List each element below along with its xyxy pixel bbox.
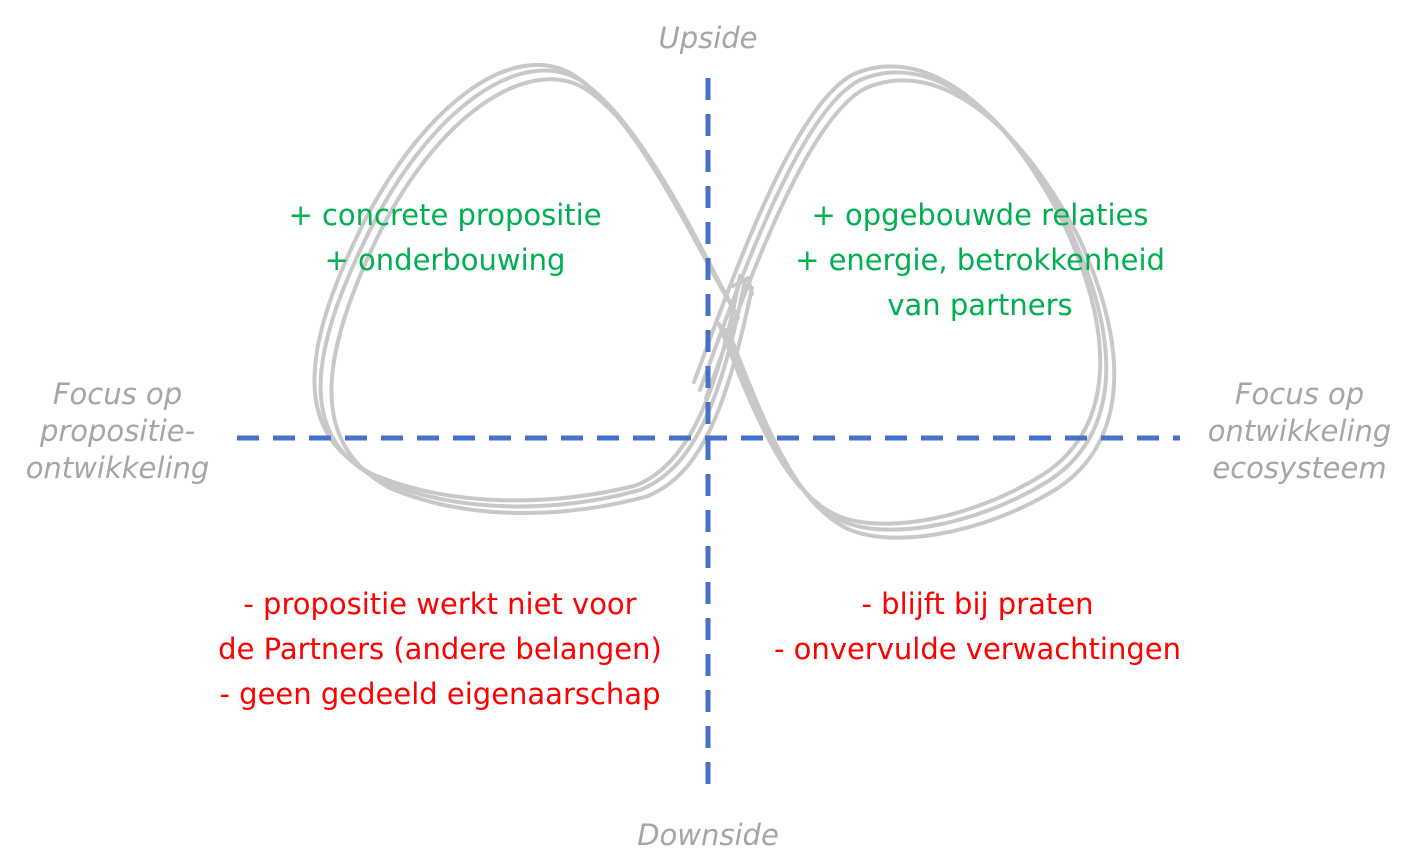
top-right-line-1: + opgebouwde relaties bbox=[811, 198, 1149, 232]
left-loop-stroke-1 bbox=[318, 68, 747, 509]
bottom-right-line-1: - blijft bij praten bbox=[861, 587, 1094, 621]
axis-right-line-1: Focus op bbox=[1234, 377, 1365, 411]
quadrant-top-right: + opgebouwde relaties + energie, betrokk… bbox=[760, 193, 1200, 328]
quadrant-top-left: + concrete propositie + onderbouwing bbox=[250, 193, 640, 283]
left-loop-stroke-3 bbox=[312, 62, 742, 503]
axis-top-text: Upside bbox=[658, 21, 758, 55]
infinity-quadrant-diagram: Upside Downside Focus op propositie- ont… bbox=[10, 20, 1407, 852]
infinity-loop bbox=[312, 62, 1117, 540]
bottom-left-line-3: - geen gedeeld eigenaarschap bbox=[219, 677, 661, 711]
axis-left-line-1: Focus op bbox=[52, 377, 183, 411]
right-loop-stroke-2 bbox=[704, 78, 1117, 540]
axis-label-left: Focus op propositie- ontwikkeling bbox=[10, 376, 225, 487]
top-left-line-1: + concrete propositie bbox=[288, 198, 602, 232]
axis-label-top: Upside bbox=[603, 20, 813, 57]
axis-label-right: Focus op ontwikkeling ecosysteem bbox=[1192, 376, 1407, 487]
top-right-line-2: + energie, betrokkenheid bbox=[795, 243, 1165, 277]
diagram-graphics bbox=[237, 62, 1180, 798]
bottom-left-line-2: de Partners (andere belangen) bbox=[218, 632, 662, 666]
top-left-line-2: + onderbouwing bbox=[324, 243, 566, 277]
axis-right-line-2: ontwikkeling bbox=[1207, 414, 1392, 448]
axis-right-line-3: ecosysteem bbox=[1212, 451, 1387, 485]
bottom-left-line-1: - propositie werkt niet voor bbox=[243, 587, 637, 621]
axis-left-line-2: propositie- bbox=[39, 414, 196, 448]
axis-label-bottom: Downside bbox=[603, 817, 813, 854]
axis-left-line-3: ontwikkeling bbox=[25, 451, 210, 485]
bottom-right-line-2: - onvervulde verwachtingen bbox=[774, 632, 1181, 666]
top-right-line-3: van partners bbox=[887, 288, 1073, 322]
axis-bottom-text: Downside bbox=[637, 818, 779, 852]
quadrant-bottom-right: - blijft bij praten - onvervulde verwach… bbox=[745, 582, 1210, 672]
right-loop-stroke-3 bbox=[692, 64, 1103, 526]
quadrant-bottom-left: - propositie werkt niet voor de Partners… bbox=[180, 582, 700, 717]
right-loop-stroke-1 bbox=[698, 70, 1109, 532]
loop-arrowhead bbox=[731, 276, 754, 296]
